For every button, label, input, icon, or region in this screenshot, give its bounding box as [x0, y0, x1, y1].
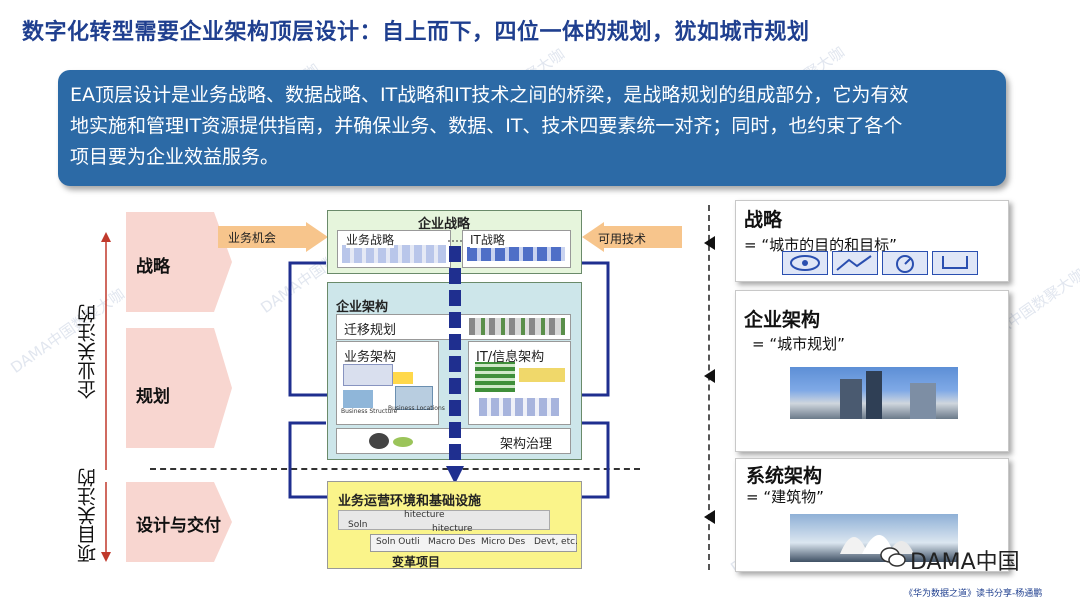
strategy-panel-title: 战略 — [744, 205, 782, 232]
page-title: 数字化转型需要企业架构顶层设计：自上而下，四位一体的规划，犹如城市规划 — [22, 14, 810, 46]
business-structure-graphic — [343, 390, 373, 408]
it-info-graphic — [519, 368, 565, 382]
architecture-tab: hitecture — [404, 510, 445, 520]
strategy-link-arrow — [448, 236, 464, 246]
it-strategy-label: IT战略 — [470, 231, 505, 248]
available-tech-label: 可用技术 — [598, 230, 646, 247]
business-opportunity-label: 业务机会 — [228, 229, 276, 246]
logo-text: DAMA中国 — [910, 544, 1020, 576]
intro-text: EA顶层设计是业务战略、数据战略、IT战略和IT技术之间的桥梁，是战略规划的组成… — [70, 80, 1000, 173]
governance-graphic — [393, 437, 413, 447]
central-flow-arrow — [444, 246, 466, 486]
business-strategy-label: 业务战略 — [346, 231, 394, 248]
system-panel-definition: = “建筑物” — [746, 486, 824, 507]
business-structure-graphic — [343, 364, 393, 386]
business-locations-label: Business Locations — [388, 405, 445, 412]
it-info-graphic — [475, 362, 515, 392]
gauge-icon — [882, 251, 928, 275]
city-building — [910, 383, 936, 419]
pointer-arrow — [704, 236, 715, 250]
intro-line: EA顶层设计是业务战略、数据战略、IT战略和IT技术之间的桥梁，是战略规划的组成… — [70, 80, 1000, 111]
stage-strategy: 战略 — [136, 252, 242, 277]
wechat-icon — [880, 546, 906, 568]
city-building — [866, 371, 882, 419]
ea-panel-definition: = “城市规划” — [752, 333, 845, 354]
governance-graphic — [369, 433, 389, 449]
it-strategy-graphic — [467, 247, 565, 261]
intro-line: 地实施和管理IT资源提供指南，并确保业务、数据、IT、技术四要素统一对齐；同时，… — [70, 111, 1000, 142]
delivery-step: Soln Outli — [376, 537, 420, 547]
ea-panel-title: 企业架构 — [744, 305, 820, 332]
stage-planning: 规划 — [136, 382, 242, 407]
city-skyline-image — [790, 367, 958, 419]
business-architecture-label: 业务架构 — [344, 346, 396, 365]
stage-design-delivery: 设计与交付 — [136, 511, 242, 536]
operations-title: 业务运营环境和基础设施 — [338, 490, 481, 509]
container-icon — [932, 251, 978, 275]
it-info-graphic — [479, 398, 559, 416]
governance-label: 架构治理 — [500, 433, 552, 452]
migration-graphic — [469, 318, 565, 335]
ea-panel: 企业架构 = “城市规划” — [735, 290, 1009, 452]
pointer-arrow — [704, 369, 715, 383]
delivery-step: Micro Des — [481, 537, 525, 547]
intro-line: 项目要为企业效益服务。 — [70, 142, 1000, 173]
target-icon — [782, 251, 828, 275]
pointer-arrow — [704, 510, 715, 524]
delivery-step: Macro Des — [428, 537, 475, 547]
change-projects-label: 变革项目 — [392, 553, 440, 570]
project-focus-label: 项目关注的 — [74, 468, 101, 563]
architecture-tab: Soln — [348, 520, 367, 530]
system-panel-title: 系统架构 — [746, 461, 822, 488]
architecture-tab: hitecture — [432, 524, 473, 534]
delivery-step: Devt, etc. — [534, 537, 578, 547]
enterprise-architecture-title: 企业架构 — [336, 296, 388, 315]
it-info-architecture-label: IT/信息架构 — [476, 346, 544, 365]
strategy-panel: 战略 = “城市的目的和目标” — [735, 200, 1009, 282]
growth-chart-icon — [832, 251, 878, 275]
business-structure-graphic — [393, 372, 413, 384]
enterprise-focus-label: 企业关注的 — [74, 304, 101, 399]
city-building — [840, 379, 862, 419]
footer-credit: 《华为数据之道》读书分享-杨通鹏 — [904, 586, 1042, 599]
migration-planning-label: 迁移规划 — [344, 319, 396, 338]
